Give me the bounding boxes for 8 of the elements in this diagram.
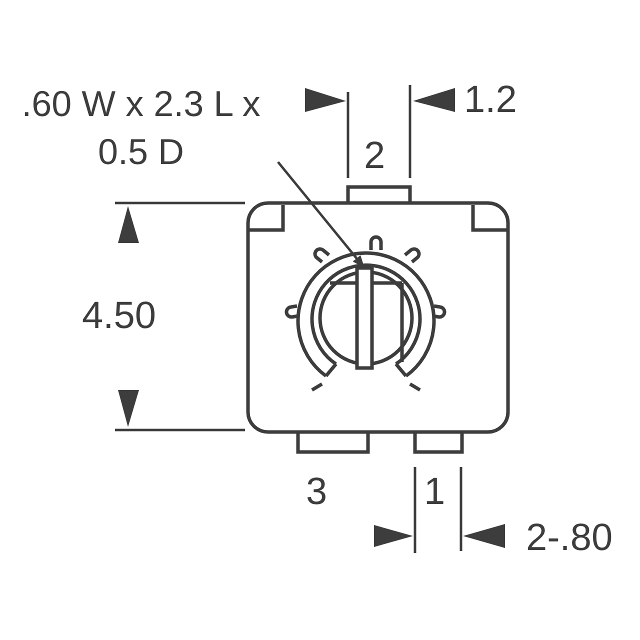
dimension-label: 4.50 <box>82 294 156 338</box>
dimension-label: 2 <box>364 134 386 178</box>
dimension-label: 3 <box>306 470 328 514</box>
dimension-label: 2-.80 <box>526 516 613 560</box>
dimension-label: 1.2 <box>464 78 517 122</box>
dimension-label: 1 <box>424 470 446 514</box>
dimension-note: .60 W x 2.3 L x 0.5 D <box>10 80 272 176</box>
rotor-slot <box>355 266 374 370</box>
